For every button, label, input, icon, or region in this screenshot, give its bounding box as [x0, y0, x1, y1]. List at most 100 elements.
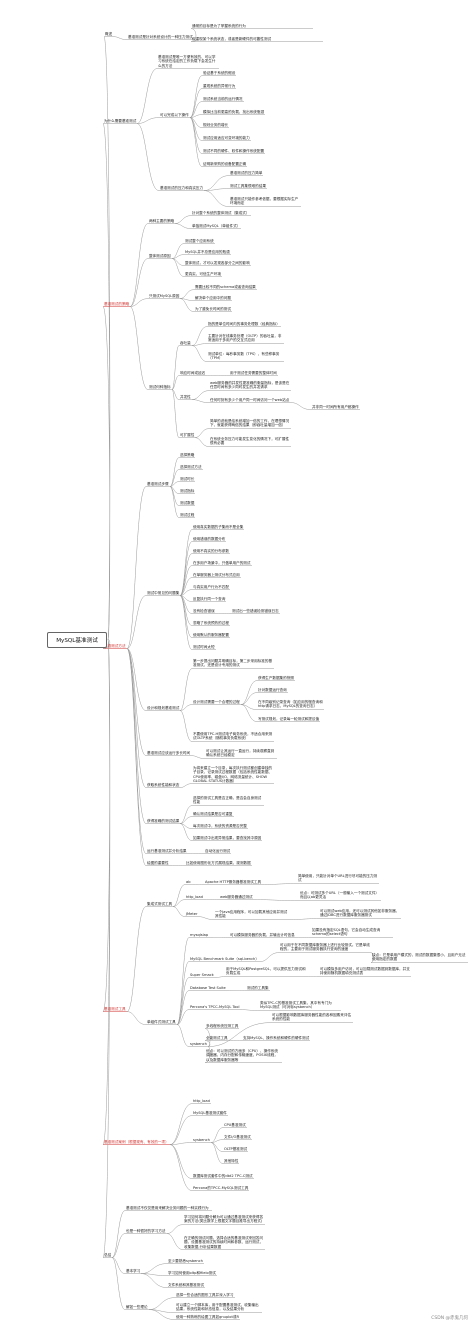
node-s1a[interactable]: 基准测试是针对系统设计的一种压力测试: [128, 35, 193, 39]
node-s5a3a[interactable]: 一个Java应用程序，可以加载其他应用并测试其性能: [215, 910, 288, 919]
node-s3c[interactable]: 只测试MySQL原因: [149, 294, 180, 298]
node-s4b11[interactable]: 测试时间太短: [193, 645, 215, 649]
node-s5b6[interactable]: sysbench: [190, 1042, 207, 1046]
node-s3b1[interactable]: 测试整个应用系统: [185, 239, 214, 243]
node-s4a5[interactable]: 测试数据: [180, 501, 195, 505]
node-s3d3b[interactable]: 任何时刻有多少个用户同一时间访问一个web站点: [210, 398, 290, 402]
node-s2b1[interactable]: 验证基于系统的假设: [203, 71, 236, 75]
node-s7c1[interactable]: 至少要熟悉sysbench: [168, 1259, 203, 1263]
node-s4d[interactable]: 基准测试应该运行多长时间: [147, 751, 191, 755]
node-s4c1[interactable]: 第一步提出问题并明确目标，第二步采用标准的基准测试，还是设计专用的测试: [193, 659, 273, 668]
node-s3d3c[interactable]: 并非同一时间所有用户都操作: [312, 405, 359, 409]
node-s4g1[interactable]: 自动化运行测试: [205, 849, 231, 853]
node-s3d3[interactable]: 并发性: [180, 395, 191, 399]
node-s4b[interactable]: 测试中常见的问题集: [147, 591, 180, 595]
node-s6[interactable]: 基准测试案例（根据现有、有效的一项）: [104, 1140, 169, 1144]
node-s5a3[interactable]: JMeter: [186, 912, 198, 916]
node-s3b2[interactable]: MySQL并不总是应用的瓶颈: [185, 250, 230, 254]
node-s4b2[interactable]: 使用错误的数据分布: [193, 537, 226, 541]
node-s4c2d[interactable]: 写测试规划，记录每一轮测试和提议值: [258, 717, 320, 721]
node-s5a2b[interactable]: 优点：可测试多个URL（一般输入一个测试文件）而且以ab更灵活: [300, 891, 380, 900]
node-s4[interactable]: 基准测试方法: [104, 644, 126, 648]
node-s4b1[interactable]: 使用真实数据的子集而不是全集: [193, 525, 244, 529]
node-s6c2[interactable]: 文件I/O基准测试: [224, 1135, 251, 1139]
node-s3c3[interactable]: 为了避免长时间的测试: [195, 307, 231, 311]
node-s6c1[interactable]: CPU基准测试: [224, 1123, 246, 1127]
node-s4f[interactable]: 获得准确的测试结果: [147, 819, 180, 823]
node-s5b2a[interactable]: 可以用于在不同数据库服务器上进行比较测试。它是单线程的，主要用于测试服务器执行查…: [280, 943, 370, 952]
node-s5b3[interactable]: Super Smack: [190, 973, 214, 977]
node-s5b6a[interactable]: 可以根据影响数据库服务器性能的各种因素来评估系统的性能: [272, 1013, 352, 1022]
node-s6e[interactable]: Percona的TPCC-MySQL测试工具: [193, 1186, 249, 1190]
node-s5b6b[interactable]: 多线程系统压测工具: [206, 1024, 239, 1028]
node-s5b1[interactable]: mysqlslap: [190, 933, 209, 937]
node-s3d1a[interactable]: 指的是单位时间内的事务处理数（经典指标）: [208, 322, 280, 326]
node-s3c2[interactable]: 解决单个应用中的问题: [195, 296, 231, 300]
node-s5a3b[interactable]: 可以测试web应用，还可以测试其他如非服务器，通过JDBC进行数据库服务器测试: [320, 909, 400, 918]
node-s3d1[interactable]: 吞吐量: [180, 341, 191, 345]
node-s3d2[interactable]: 响应时间或延迟: [180, 371, 206, 375]
node-s2b4[interactable]: 模拟比当前更高的负载，找出系统瓶颈: [203, 110, 265, 114]
node-s5a[interactable]: 集成式测试工具: [147, 902, 173, 906]
node-s4b10[interactable]: 使用默认的服务器配置: [193, 633, 229, 637]
node-s6c[interactable]: sysbench: [193, 1138, 210, 1142]
node-s4a6[interactable]: 测试过程: [180, 513, 195, 517]
node-s6c4[interactable]: 其他特性: [224, 1159, 239, 1163]
node-s4b5[interactable]: 在单服务器上测试分布式应用: [193, 573, 240, 577]
node-s4a1[interactable]: 选择策略: [180, 453, 195, 457]
node-s4f2[interactable]: 确认测试结果是否可重复: [193, 812, 233, 816]
node-s2c1[interactable]: 基准测试的压力简单: [230, 171, 263, 175]
node-s4b4[interactable]: 在多用户场景中，只做单用户的测试: [193, 561, 251, 565]
node-s3d4b[interactable]: 在系统业务压力可能发生变化的情况下，可扩展性很有必要: [210, 437, 290, 446]
node-s6a[interactable]: http_load: [193, 1099, 210, 1103]
node-s7a[interactable]: 基准测试不仅仅是用来解决业务问题的一种实践行为: [126, 1206, 209, 1210]
node-s4f4[interactable]: 如果测试中出现异常结果，要查找其中原因: [193, 836, 262, 840]
node-s5b1b[interactable]: 如果没有指定SQL语句，它会自动生成查询schema的select语句: [312, 928, 381, 937]
node-s4a3[interactable]: 测试时长: [180, 477, 195, 481]
node-s3b4[interactable]: 更真实、可信生产环境: [185, 272, 221, 276]
node-s5a1b[interactable]: 简单使用，只能针对单个URL进行尽可能的压力测试: [298, 874, 378, 883]
node-s5b6e[interactable]: 优点：可以测试的方面多（CPU）、操作系统调度器，内存分配和传输速度，POSIX…: [206, 1049, 278, 1062]
node-s5b4[interactable]: Database Test Suite: [190, 986, 226, 990]
node-s7b1[interactable]: 学习如何将问题分解为可以通过基准测试来获得答案的方法(类比数学上根据文字题目推导…: [184, 1215, 264, 1224]
node-s1[interactable]: 概述: [105, 32, 113, 36]
node-s2c2[interactable]: 测试工具集很难的结果: [230, 184, 266, 188]
node-s4c2c[interactable]: 在不同级别记录查询（如应用的慢查询和http请求日志，MySQL的查询日志）: [258, 700, 323, 709]
node-s6b[interactable]: MySQL基准测试套件: [193, 1111, 227, 1115]
node-s5a1a[interactable]: Apache HTTP服务器基准测试工具: [205, 880, 262, 884]
node-s2c[interactable]: 基准测试的压力和真实压力: [160, 186, 204, 190]
node-s5b[interactable]: 单组件式测试工具: [147, 1020, 176, 1024]
node-s3b3[interactable]: 整体测试，才可以发现各部分之间的影响: [185, 261, 250, 265]
node-s2b[interactable]: 可以完成以下操作: [160, 113, 189, 117]
node-s4c2a[interactable]: 获得生产数据集的快照: [258, 676, 294, 680]
node-s7b2[interactable]: 在正确的测试问题，选择合适的基准测试来回答问题，设置基准测试的持续时间和参数、运…: [184, 1236, 264, 1249]
node-s4c2[interactable]: 设计测试需要一个合理的过程: [193, 700, 240, 704]
node-s7d1[interactable]: 选择一些合适的图形工具并深入学习: [176, 1293, 234, 1297]
node-s5a2[interactable]: http_load: [186, 895, 203, 899]
node-s6d[interactable]: 数据库测试套件中的dbt2 TPC-C测试: [193, 1174, 253, 1178]
node-s3a1[interactable]: 针对整个系统的整体测试（集成式）: [192, 211, 250, 215]
node-s2b6[interactable]: 测试应用适应可变环境的能力: [203, 136, 250, 140]
node-s3d4[interactable]: 可扩展性: [180, 433, 195, 437]
node-s4f1[interactable]: 选择的测试工具是否正确，是否会自身测试性能: [193, 796, 262, 805]
node-s4h1[interactable]: 比如使用图形化方式展现结果，观测数据: [186, 861, 251, 865]
node-s1a1[interactable]: 通常的目标是为了掌握系统的行为: [192, 24, 246, 28]
node-s5b2b[interactable]: 缺点：它是单用户模式的，测试的数据集很小，且用户无法使用指定的数据: [372, 953, 466, 962]
node-s5b4a[interactable]: 测试的工具集: [247, 986, 269, 990]
node-s2c3[interactable]: 基准测试只能作参考依据，要根据实际生产环境而定: [230, 197, 299, 206]
node-s4a4[interactable]: 测试指标: [180, 489, 195, 493]
node-s3d4a[interactable]: 简单的说就是给系统增加一倍的工作，在理想情况下，就能获得两倍的结果（即吞吐量增加…: [210, 419, 290, 428]
node-s1a2[interactable]: 但重现某个系统状态，或者是新硬件的可靠性测试: [192, 37, 272, 41]
node-s2a[interactable]: 基准测试是唯一方便有效的、可以学习系统在给定的工作负载下会发生什么的方法: [158, 55, 216, 68]
node-s3[interactable]: 基准测试的策略: [104, 302, 130, 306]
node-s5b5a[interactable]: 类似TPC-C的基准测试工具集，其中有专门为MySQL测试（可对标sysbenc…: [260, 1001, 332, 1010]
node-s4f3[interactable]: 每次测试中，系统的资源是否完整: [193, 824, 247, 828]
node-s7c2[interactable]: 学习如何使用oltp和fileio测试: [168, 1271, 216, 1275]
node-s5b6c[interactable]: 全能测试工具: [206, 1036, 228, 1040]
node-s4e1[interactable]: 为将来建立一个目录，每次执行测试都创建单独的子目录，记录测试过程数据（包括系统性…: [193, 766, 273, 783]
node-s3d1c[interactable]: 测试单位：每秒事务数（TPS），有些称事务（TPM）: [208, 352, 280, 361]
node-s2b3[interactable]: 测试系统当前的运行情况: [203, 97, 243, 101]
root-node[interactable]: MySQL基准测试: [47, 632, 107, 648]
node-s4e[interactable]: 获取系统性能和状态: [147, 783, 180, 787]
node-s4a[interactable]: 基准测试步骤: [147, 482, 169, 486]
